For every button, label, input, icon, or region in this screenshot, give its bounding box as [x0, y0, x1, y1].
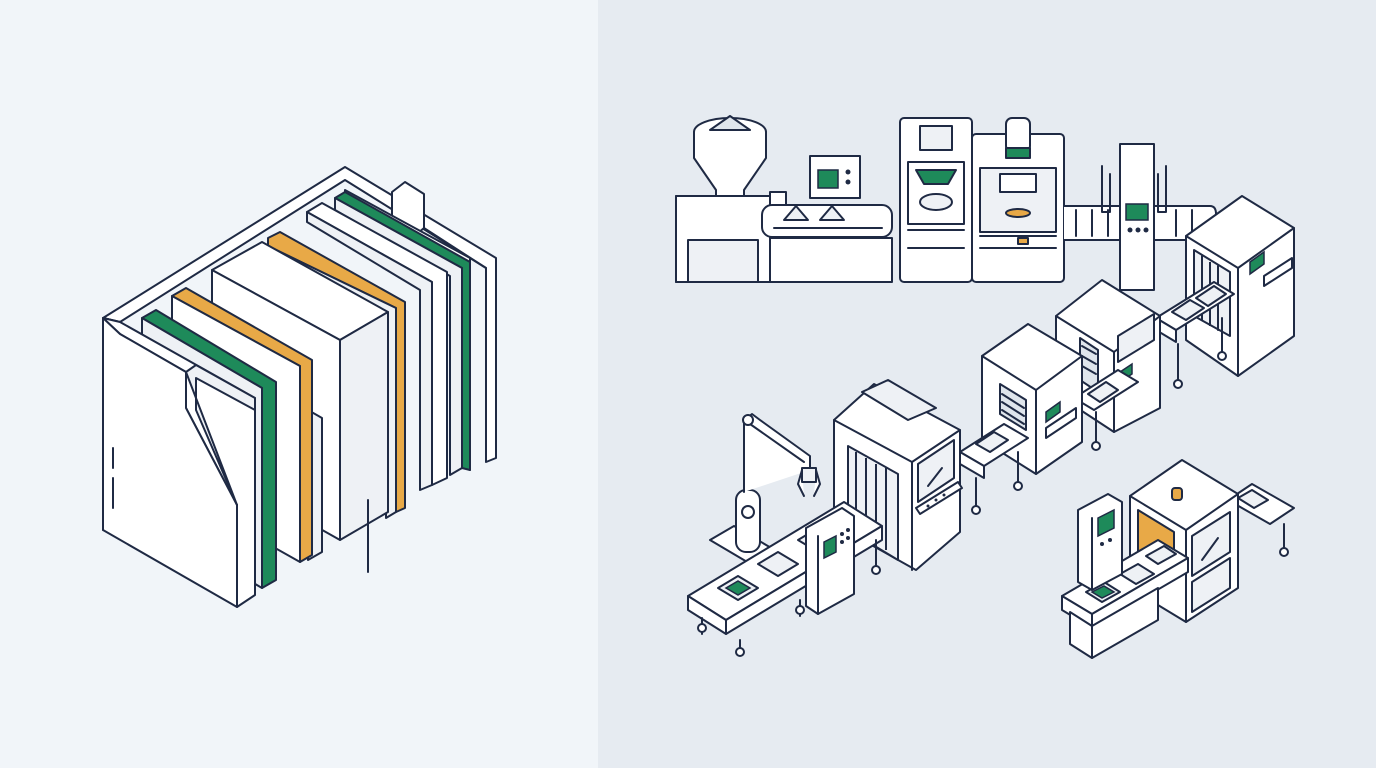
layered-enclosure-illustration [102, 166, 497, 608]
control-box-icon [809, 155, 861, 199]
control-pedestal-icon [805, 507, 855, 615]
conveyor-icon [761, 191, 893, 283]
press-machine-icon [899, 117, 973, 283]
robot-arm-icon [709, 413, 821, 567]
diagonal-conveyor-mid [1073, 369, 1139, 451]
tower-unit-icon [1101, 143, 1167, 291]
stamping-machine-icon [971, 117, 1065, 283]
hopper-icon [675, 115, 771, 283]
diagonal-conveyor-upper [1155, 281, 1235, 389]
inspection-cabinet-icon [1185, 195, 1295, 377]
production-line-illustration [675, 115, 1295, 659]
left-panel [0, 0, 598, 768]
front-wall [102, 317, 256, 608]
layer-white-tall [306, 202, 448, 491]
packaging-machine-icon [1061, 459, 1295, 659]
diagonal-conveyor-low [959, 423, 1029, 515]
right-panel [598, 0, 1376, 768]
